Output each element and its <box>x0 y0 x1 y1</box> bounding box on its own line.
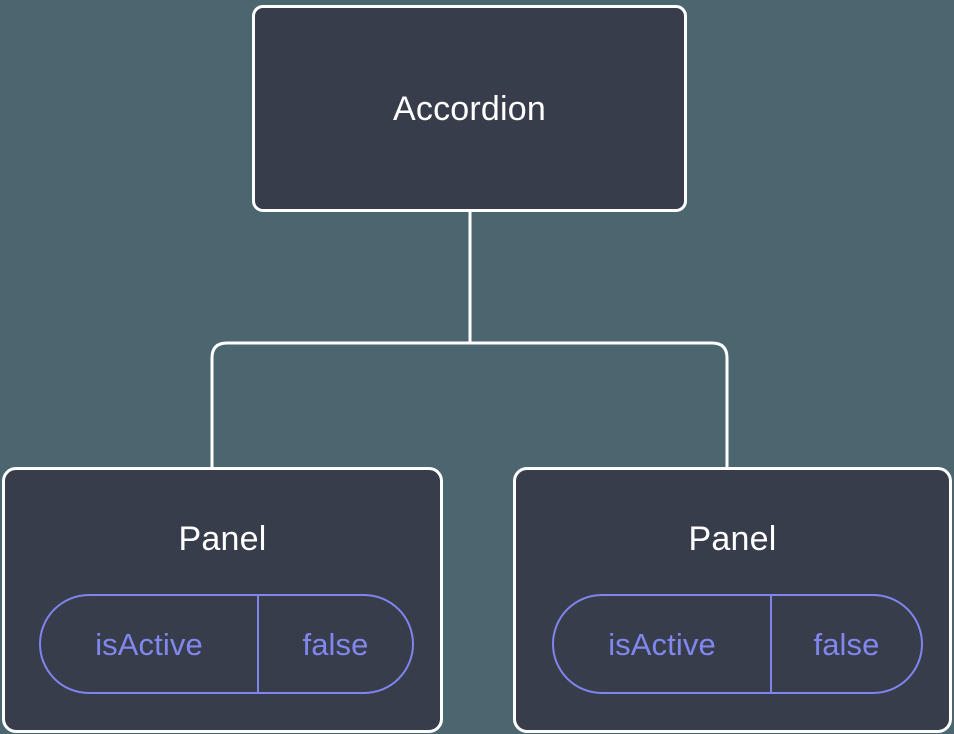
node-panel-right-label: Panel <box>688 520 777 558</box>
prop-divider-left <box>257 596 259 692</box>
prop-name-right: isActive <box>608 626 716 662</box>
prop-divider-right <box>770 596 772 692</box>
edge-to-panel-left <box>210 341 470 470</box>
edge-to-panel-right <box>470 341 729 470</box>
node-accordion[interactable]: Accordion <box>252 5 687 212</box>
prop-badge-isactive-left[interactable]: isActive false <box>39 594 414 694</box>
node-panel-left[interactable]: Panel isActive false <box>2 467 443 733</box>
prop-value-left: false <box>302 626 369 662</box>
prop-badge-isactive-right[interactable]: isActive false <box>552 594 923 694</box>
prop-value-right: false <box>813 626 880 662</box>
prop-name-left: isActive <box>95 626 203 662</box>
node-panel-left-label: Panel <box>178 520 267 558</box>
node-accordion-label: Accordion <box>393 89 546 128</box>
node-panel-right[interactable]: Panel isActive false <box>513 467 952 733</box>
node-panel-left-content: Panel isActive false <box>5 470 440 730</box>
node-panel-right-content: Panel isActive false <box>516 470 949 730</box>
